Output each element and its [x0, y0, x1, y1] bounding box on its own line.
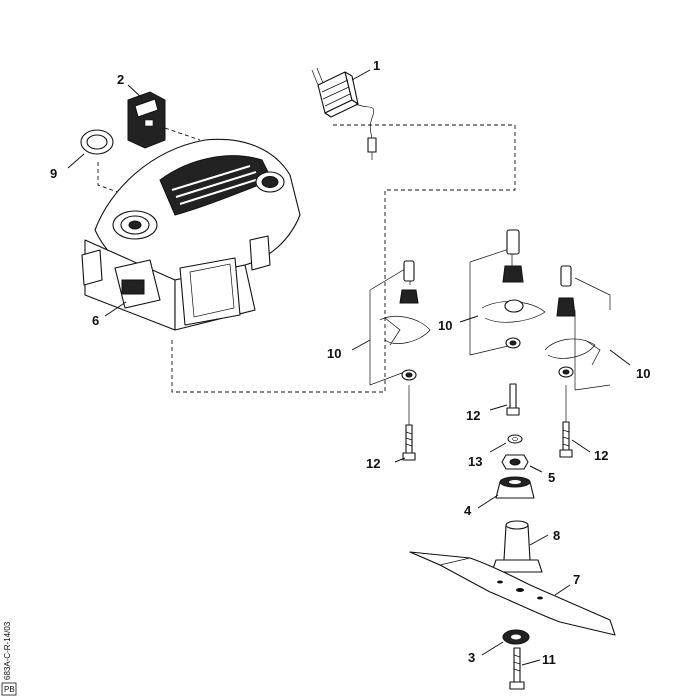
callout-8: 8	[553, 528, 560, 543]
callout-7: 7	[573, 572, 580, 587]
callout-9: 9	[50, 166, 57, 181]
charger-part	[311, 67, 377, 160]
adapter-group-left	[369, 260, 431, 463]
blade-adapter-part	[491, 520, 549, 573]
adapter-group-middle	[469, 229, 546, 509]
callout-5: 5	[548, 470, 555, 485]
lock-washer-part	[481, 629, 530, 656]
reference-code: 683A-C-R-14/03	[3, 621, 12, 680]
logo-text: PB	[4, 685, 15, 694]
engine-part	[81, 138, 301, 331]
callout-4: 4	[464, 503, 472, 518]
callout-12-mid: 12	[466, 408, 480, 423]
adapter-group-right	[544, 265, 631, 458]
callout-13: 13	[468, 454, 482, 469]
callout-2: 2	[117, 72, 124, 87]
callout-10-right: 10	[636, 366, 650, 381]
callout-12-right: 12	[594, 448, 608, 463]
battery-part	[127, 84, 166, 149]
callout-3: 3	[468, 650, 475, 665]
ring-part	[67, 129, 114, 169]
callout-6: 6	[92, 313, 99, 328]
blade-part	[409, 551, 616, 636]
callout-10-left: 10	[327, 346, 341, 361]
logo-box	[1, 682, 17, 696]
callout-12-left: 12	[366, 456, 380, 471]
callout-11: 11	[542, 652, 556, 667]
callout-10-mid: 10	[438, 318, 452, 333]
bolt-part	[509, 647, 541, 690]
leader-10-mid	[459, 315, 479, 323]
leader-10-left	[351, 339, 371, 351]
callout-1: 1	[373, 58, 380, 73]
